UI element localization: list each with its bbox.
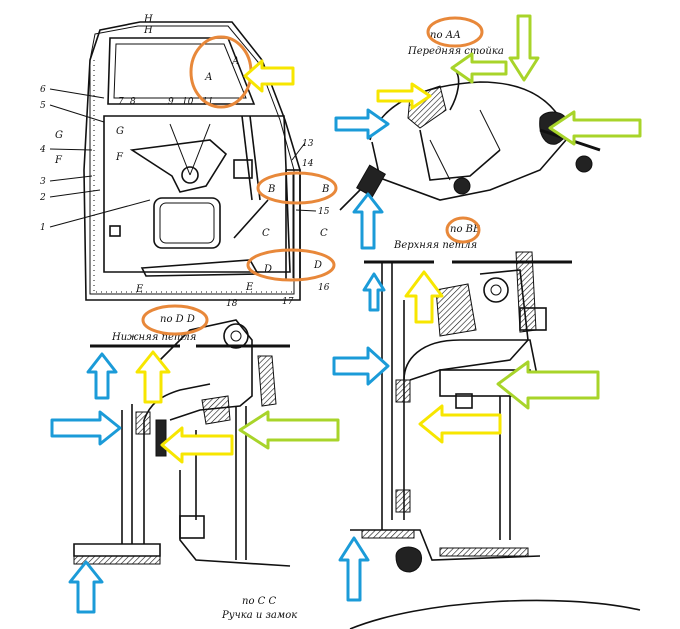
bb-title: по ВВ [450, 224, 480, 235]
blue-arrow-up-2 [362, 272, 386, 312]
blue-arrow-up-4 [68, 560, 104, 614]
green-arrow-left-4 [238, 410, 340, 450]
oval-aa-title [426, 16, 484, 48]
part-5: 5 [40, 101, 46, 111]
marker-h-top: Н [143, 14, 153, 25]
part-16: 16 [318, 283, 330, 293]
marker-e: E [135, 284, 144, 295]
part-13: 13 [302, 139, 314, 149]
part-4: 4 [39, 145, 46, 155]
part-9: 9 [168, 97, 174, 107]
section-dd-cc: по D D Нижняя петля по С С Ручка и замок [73, 314, 297, 621]
door-markers: Н Н А А В В С С D D G G F F E E [54, 14, 329, 295]
oval-bb-title [445, 216, 481, 244]
door-assembly [83, 21, 301, 301]
part-8: 8 [130, 97, 136, 107]
marker-d-right: D [313, 260, 322, 271]
part-1: 1 [40, 223, 46, 233]
blue-arrow-right-2 [332, 346, 390, 386]
aa-title: по АА [430, 30, 461, 41]
marker-b-right: В [321, 184, 329, 195]
yellow-arrow-left-2 [160, 426, 234, 464]
blue-arrow-up-5 [338, 536, 370, 602]
marker-b-left: В [267, 184, 275, 195]
cc-title: по С С [242, 596, 276, 607]
section-aa: по АА Передняя стойка [339, 30, 601, 211]
yellow-arrow-right-1 [376, 82, 432, 110]
part-2: 2 [39, 193, 46, 203]
blue-arrow-up-1 [352, 192, 384, 250]
marker-e-right: E [245, 282, 254, 293]
marker-g-top: G [55, 130, 63, 141]
bottom-arc [349, 599, 641, 629]
oval-d [246, 248, 336, 282]
part-3: 3 [40, 177, 46, 187]
blue-arrow-right-3 [50, 410, 122, 446]
marker-f-right: F [115, 152, 124, 163]
cc-subtitle: Ручка и замок [221, 610, 297, 621]
part-18: 18 [226, 299, 238, 309]
green-arrow-left-2 [548, 110, 642, 146]
part-7: 7 [118, 97, 124, 107]
green-arrow-left-3 [496, 360, 600, 410]
marker-a-top: А [231, 56, 240, 67]
dd-title: по D D [160, 314, 195, 325]
oval-dd-title [141, 304, 209, 336]
green-arrow-down-1 [508, 14, 540, 82]
part-14: 14 [302, 159, 314, 169]
bb-subtitle: Верхняя петля [393, 240, 477, 251]
marker-d-left: D [263, 264, 272, 275]
marker-c-left: С [262, 228, 270, 239]
oval-b [256, 171, 338, 205]
marker-c-right: С [320, 228, 328, 239]
part-6: 6 [40, 85, 46, 95]
dd-subtitle: Нижняя петля [111, 332, 196, 343]
blue-arrow-right-1 [334, 108, 390, 140]
part-15: 15 [318, 207, 330, 217]
marker-g-side: G [116, 126, 124, 137]
part-17: 17 [282, 297, 294, 307]
yellow-arrow-up-2 [135, 350, 171, 404]
aa-subtitle: Передняя стойка [407, 46, 504, 57]
marker-a-left: А [204, 72, 213, 83]
marker-h-bottom: Н [143, 25, 153, 36]
marker-f-left: F [54, 155, 63, 166]
blue-arrow-up-3 [86, 352, 118, 400]
yellow-arrow-left-1 [243, 59, 295, 93]
arrows [50, 14, 642, 614]
yellow-arrow-left-3 [418, 404, 502, 444]
green-arrow-left-1 [450, 52, 508, 84]
yellow-arrow-up-1 [404, 270, 444, 324]
part-10: 10 [182, 97, 194, 107]
